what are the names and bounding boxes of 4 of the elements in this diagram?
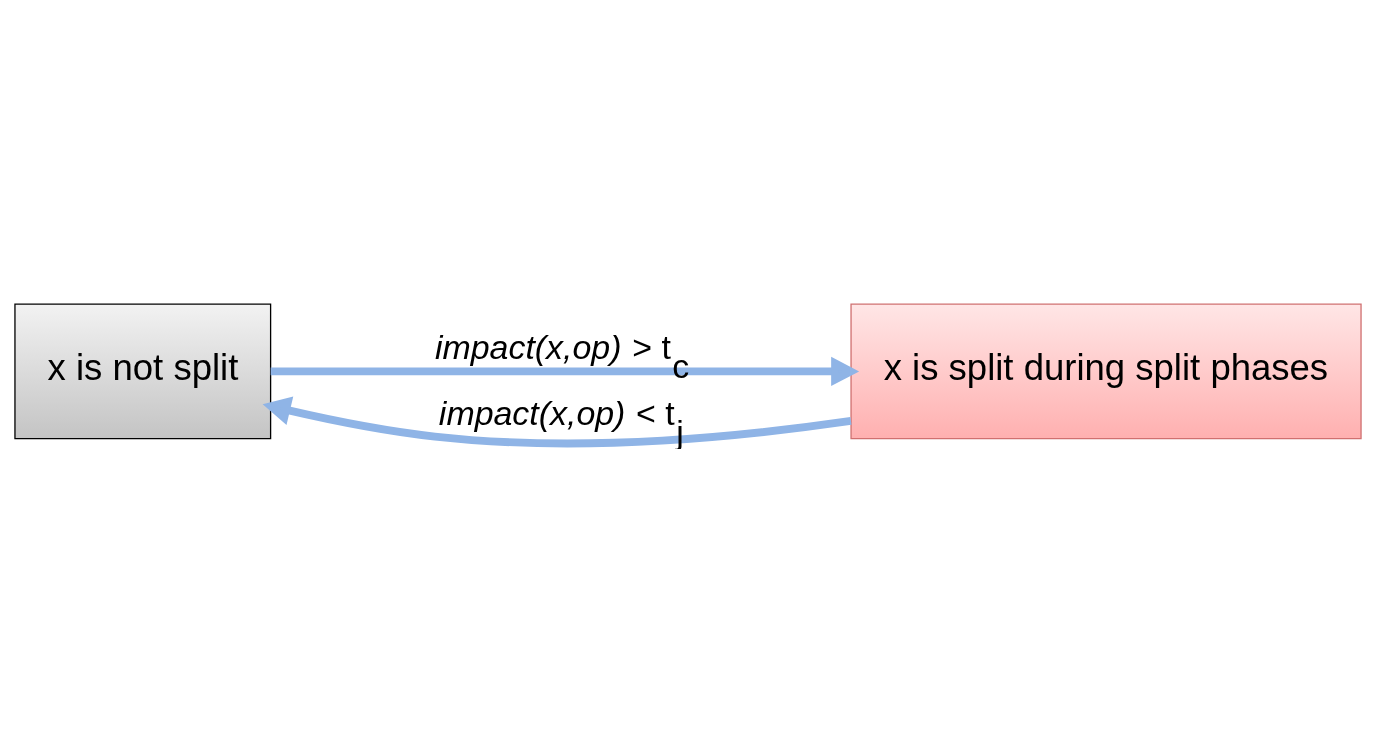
arrow xyxy=(270,356,860,387)
node-box: x is split during split phases xyxy=(850,303,1362,440)
arrow xyxy=(262,396,852,448)
node-box: x is not split xyxy=(14,303,272,440)
